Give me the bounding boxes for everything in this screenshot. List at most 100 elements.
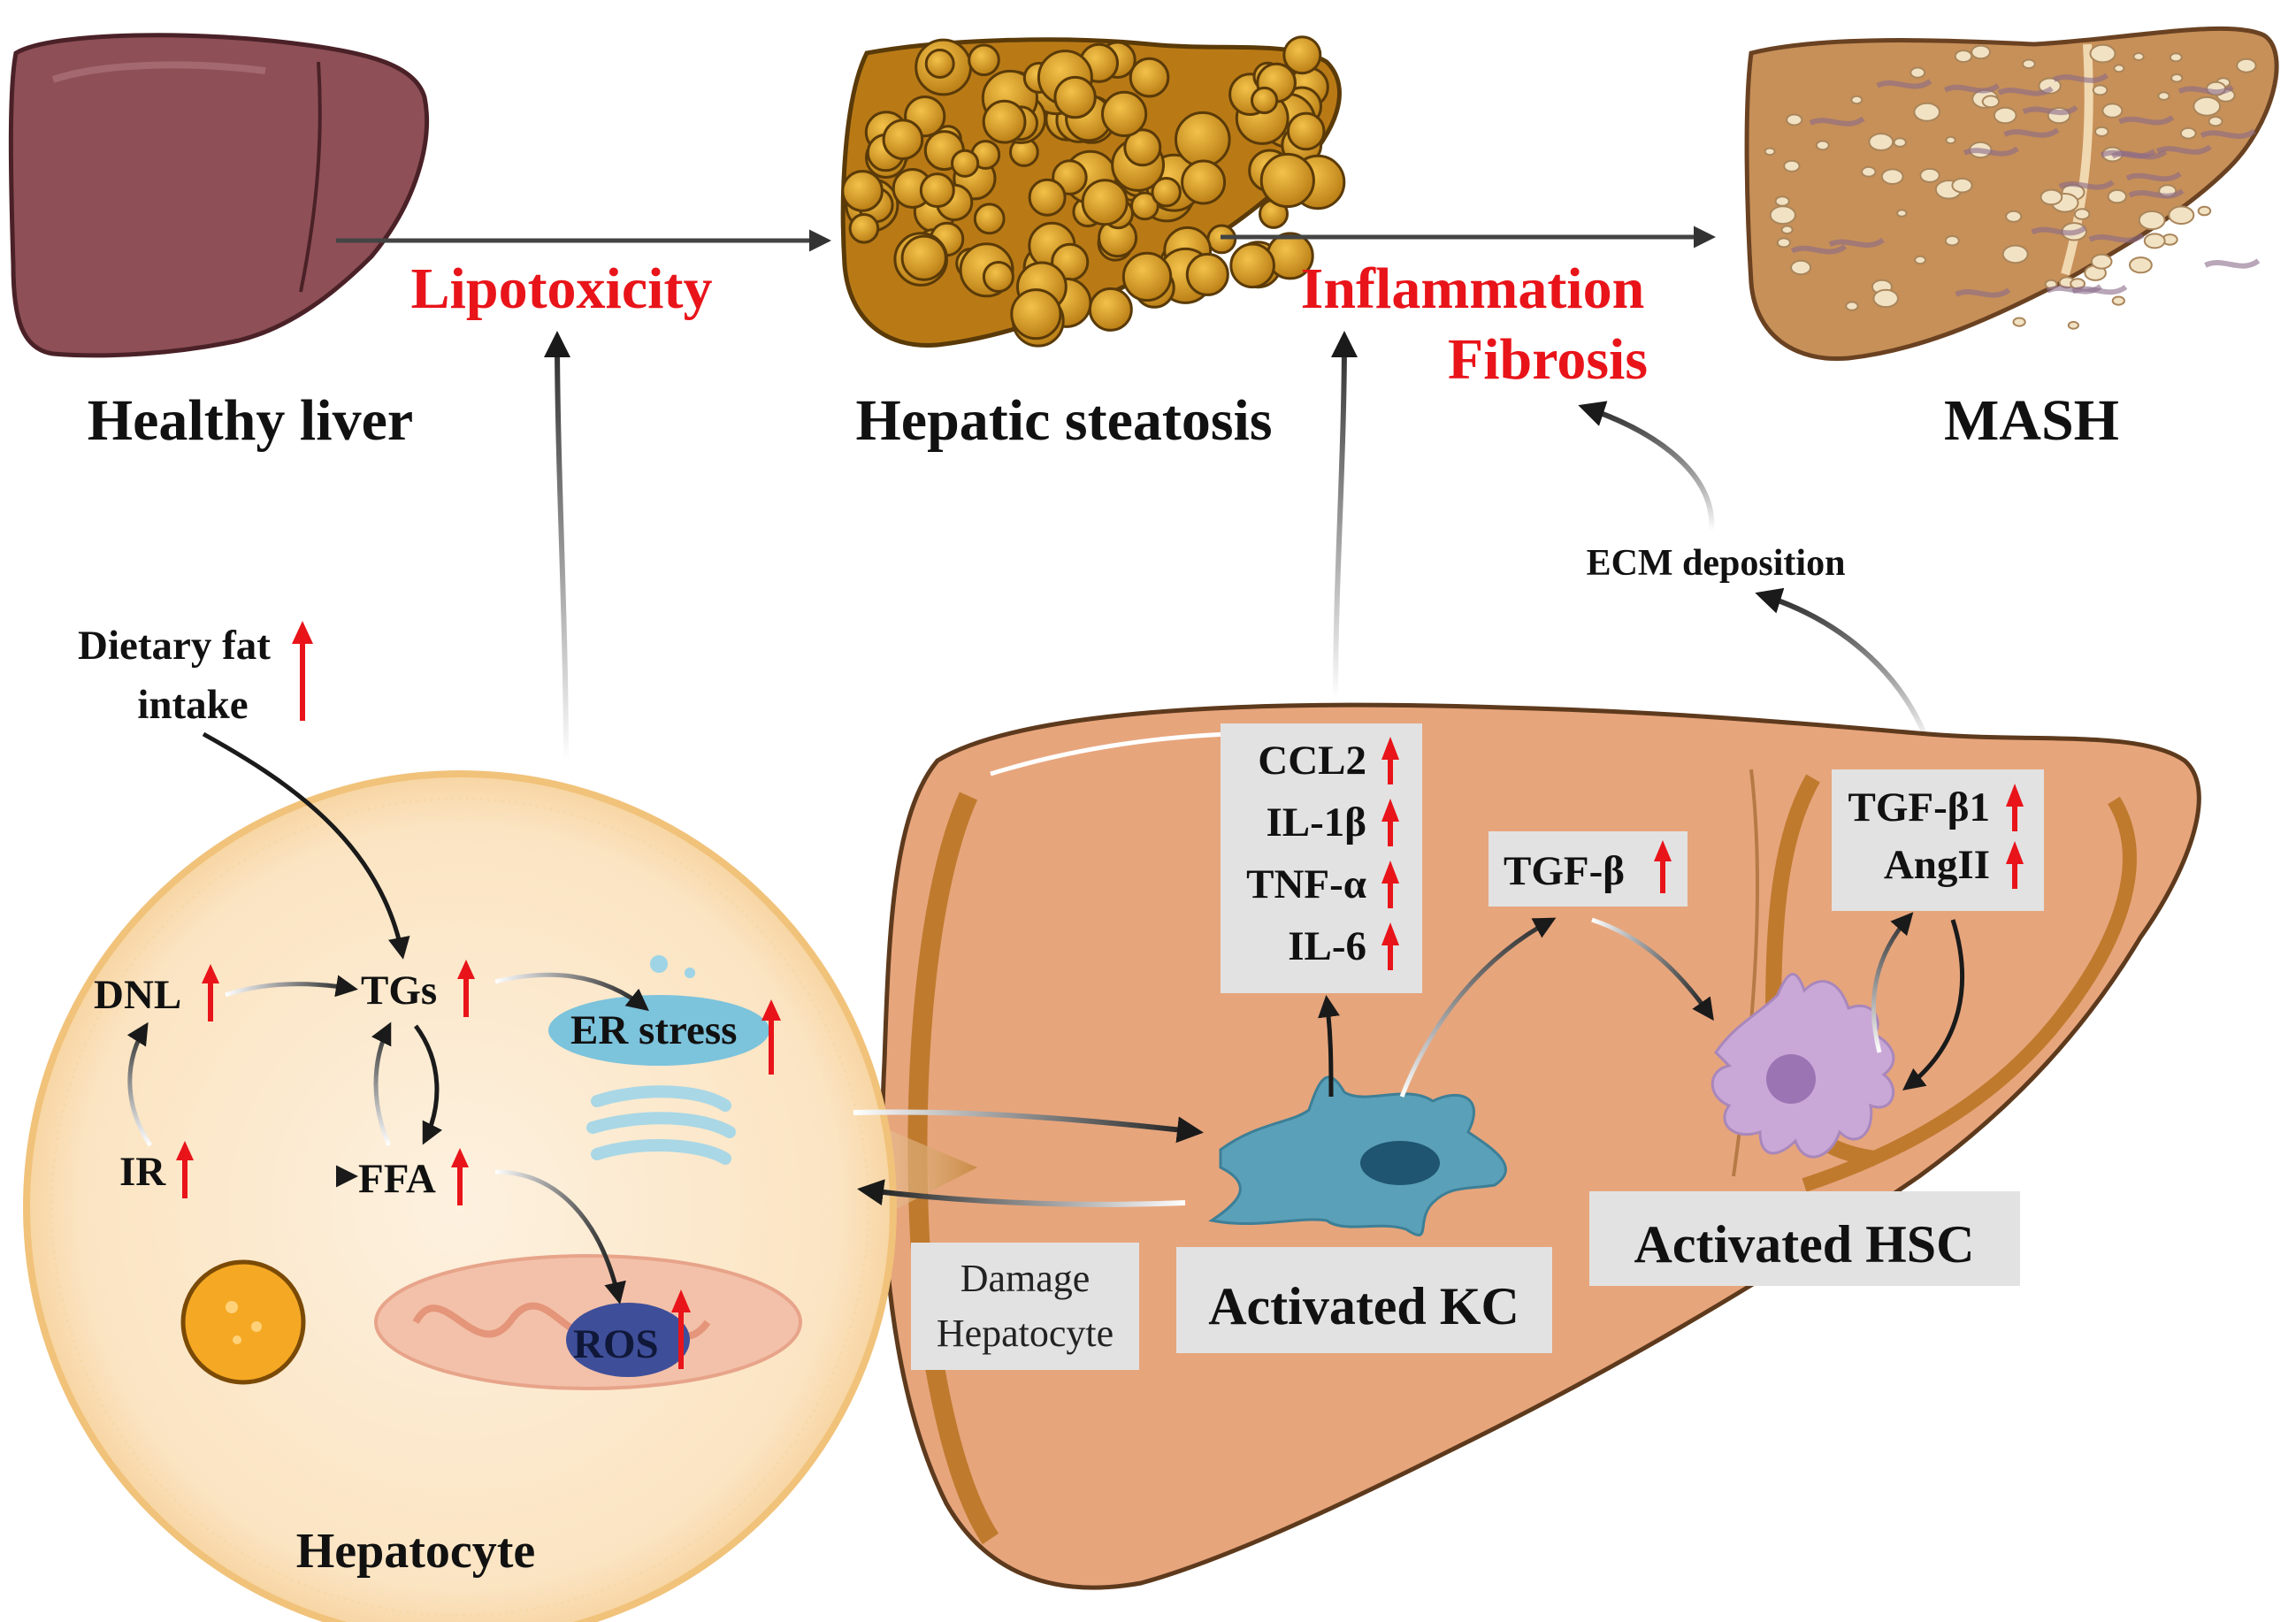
fat-droplet [1259,152,1315,209]
fat-droplet [1282,35,1322,75]
damage-label-line2: Hepatocyte [937,1312,1114,1355]
arrow-kc-to-hepatocyte [857,1179,1186,1207]
fibrosis-spot [2005,210,2023,223]
dnl-up-arrow [202,964,219,1021]
fat-droplet [1101,90,1148,137]
fat-droplet [1028,178,1067,217]
dietary-fat-label-line1: Dietary fat [78,623,271,669]
fibrosis-spot [1850,95,1864,105]
mash-liver-illustration [1744,26,2279,362]
up-arrow-icon [1381,861,1399,908]
cytokine-label: CCL2 [1258,738,1366,784]
fat-droplet [1053,75,1097,119]
fat-droplet [1151,177,1182,208]
fibrosis-streak [2118,115,2175,126]
fibrosis-spot [1880,168,1904,185]
fibrosis-streak [1790,244,1847,255]
fibrosis-streak [2022,104,2078,116]
fibrosis-spot [1919,167,1940,183]
fibrosis-spot [2089,43,2116,64]
fat-droplet [968,43,1000,77]
arrow-tgs-to-er [494,972,649,1012]
fibrosis-streak [2058,180,2115,190]
fibrosis-spot [1790,259,1812,276]
fibrosis-spot [2094,126,2109,137]
fibrosis-streak [2200,128,2256,139]
fat-droplet [982,99,1027,144]
arrow-ir-to-dnl [126,1021,153,1147]
fibrosis-spot [2168,205,2195,226]
hepatocyte-title: Hepatocyte [296,1524,536,1579]
fibrosis-spot [1764,147,1776,157]
healthy-liver-illustration [8,33,429,358]
er-stress-label: ER stress [570,1007,737,1053]
up-arrow-icon [1381,737,1399,784]
fibrosis-spot [2107,188,2128,204]
steatosis-label: Hepatic steatosis [855,388,1272,453]
fibrosis-spot [1944,234,1960,247]
fibrosis-spot [1872,288,1899,309]
damage-hepatocyte-box: Damage Hepatocyte [911,1243,1139,1370]
fibrosis-spot [1981,95,2001,109]
fibrosis-spot [1861,165,1877,178]
fibrosis-spot [2169,52,2183,63]
arrow-kc-to-tgfb [1399,917,1557,1098]
fibrosis-spot [2138,210,2166,231]
fat-droplet [1229,242,1275,289]
er-stress-up-arrow [762,999,781,1075]
fibrosis-streak [2031,226,2087,236]
fibrosis-spot [1913,102,1940,122]
cytokine-label: TNF-α [1246,861,1366,907]
fibrosis-spot [1993,106,2017,125]
fat-droplet [1181,159,1227,205]
fibrosis-spot [2090,253,2113,270]
fat-droplet [973,203,1006,235]
fibrosis-streak [1963,146,2019,157]
ffa-label: FFA [358,1156,436,1202]
golgi-icon [586,1085,736,1165]
fibrosis-streak [1943,83,2000,94]
dietary-fat-up-arrow [292,621,313,721]
fibrosis-spot [1896,209,1908,218]
arrow-ffa-to-tgs [371,1021,392,1147]
fat-droplet [919,172,955,209]
fat-droplet [848,212,880,244]
ir-label: IR [119,1149,166,1195]
fibrosis-spot [2101,103,2124,119]
fat-droplet [1175,111,1231,168]
inflammation-label: Inflammation [1301,256,1645,321]
fat-droplet [1130,191,1159,221]
arrow-cell-to-lipotoxicity [544,331,571,761]
arrow-hsc-to-ecm [1755,587,1931,745]
arrow-dietfat-to-tgs [202,731,410,960]
arrow-ecm-to-fibrosis [1578,401,1715,532]
fibrosis-spot [1780,225,1794,235]
fibrosis-spot [2073,208,2091,220]
fat-droplet [1123,128,1162,167]
cytokine-label: IL-6 [1288,923,1366,969]
fibrosis-streak [1955,287,2011,298]
fat-droplet [1286,111,1326,151]
lipid-droplet-icon [180,1259,306,1385]
fibrosis-streak [1997,86,2054,96]
fibrosis-spot [1783,159,1801,172]
fibrosis-streak [1828,237,1885,249]
fibrosis-spot [1910,66,1926,79]
fibrosis-spot [1774,195,1790,207]
ffa-up-arrow [451,1148,469,1205]
fibrosis-spot [2111,295,2125,306]
cytokine-label: IL-1β [1266,800,1366,845]
fat-droplet [1088,287,1133,332]
ros-up-arrow [671,1289,691,1369]
ecm-deposition-label: ECM deposition [1587,543,1846,584]
fibrosis-spot [2157,91,2170,101]
dietary-fat-label-line2: intake [137,682,248,728]
mash-label: MASH [1944,388,2119,453]
fat-droplet [1121,251,1173,302]
lipotoxicity-label: Lipotoxicity [411,256,713,321]
fat-droplets [841,35,1346,348]
